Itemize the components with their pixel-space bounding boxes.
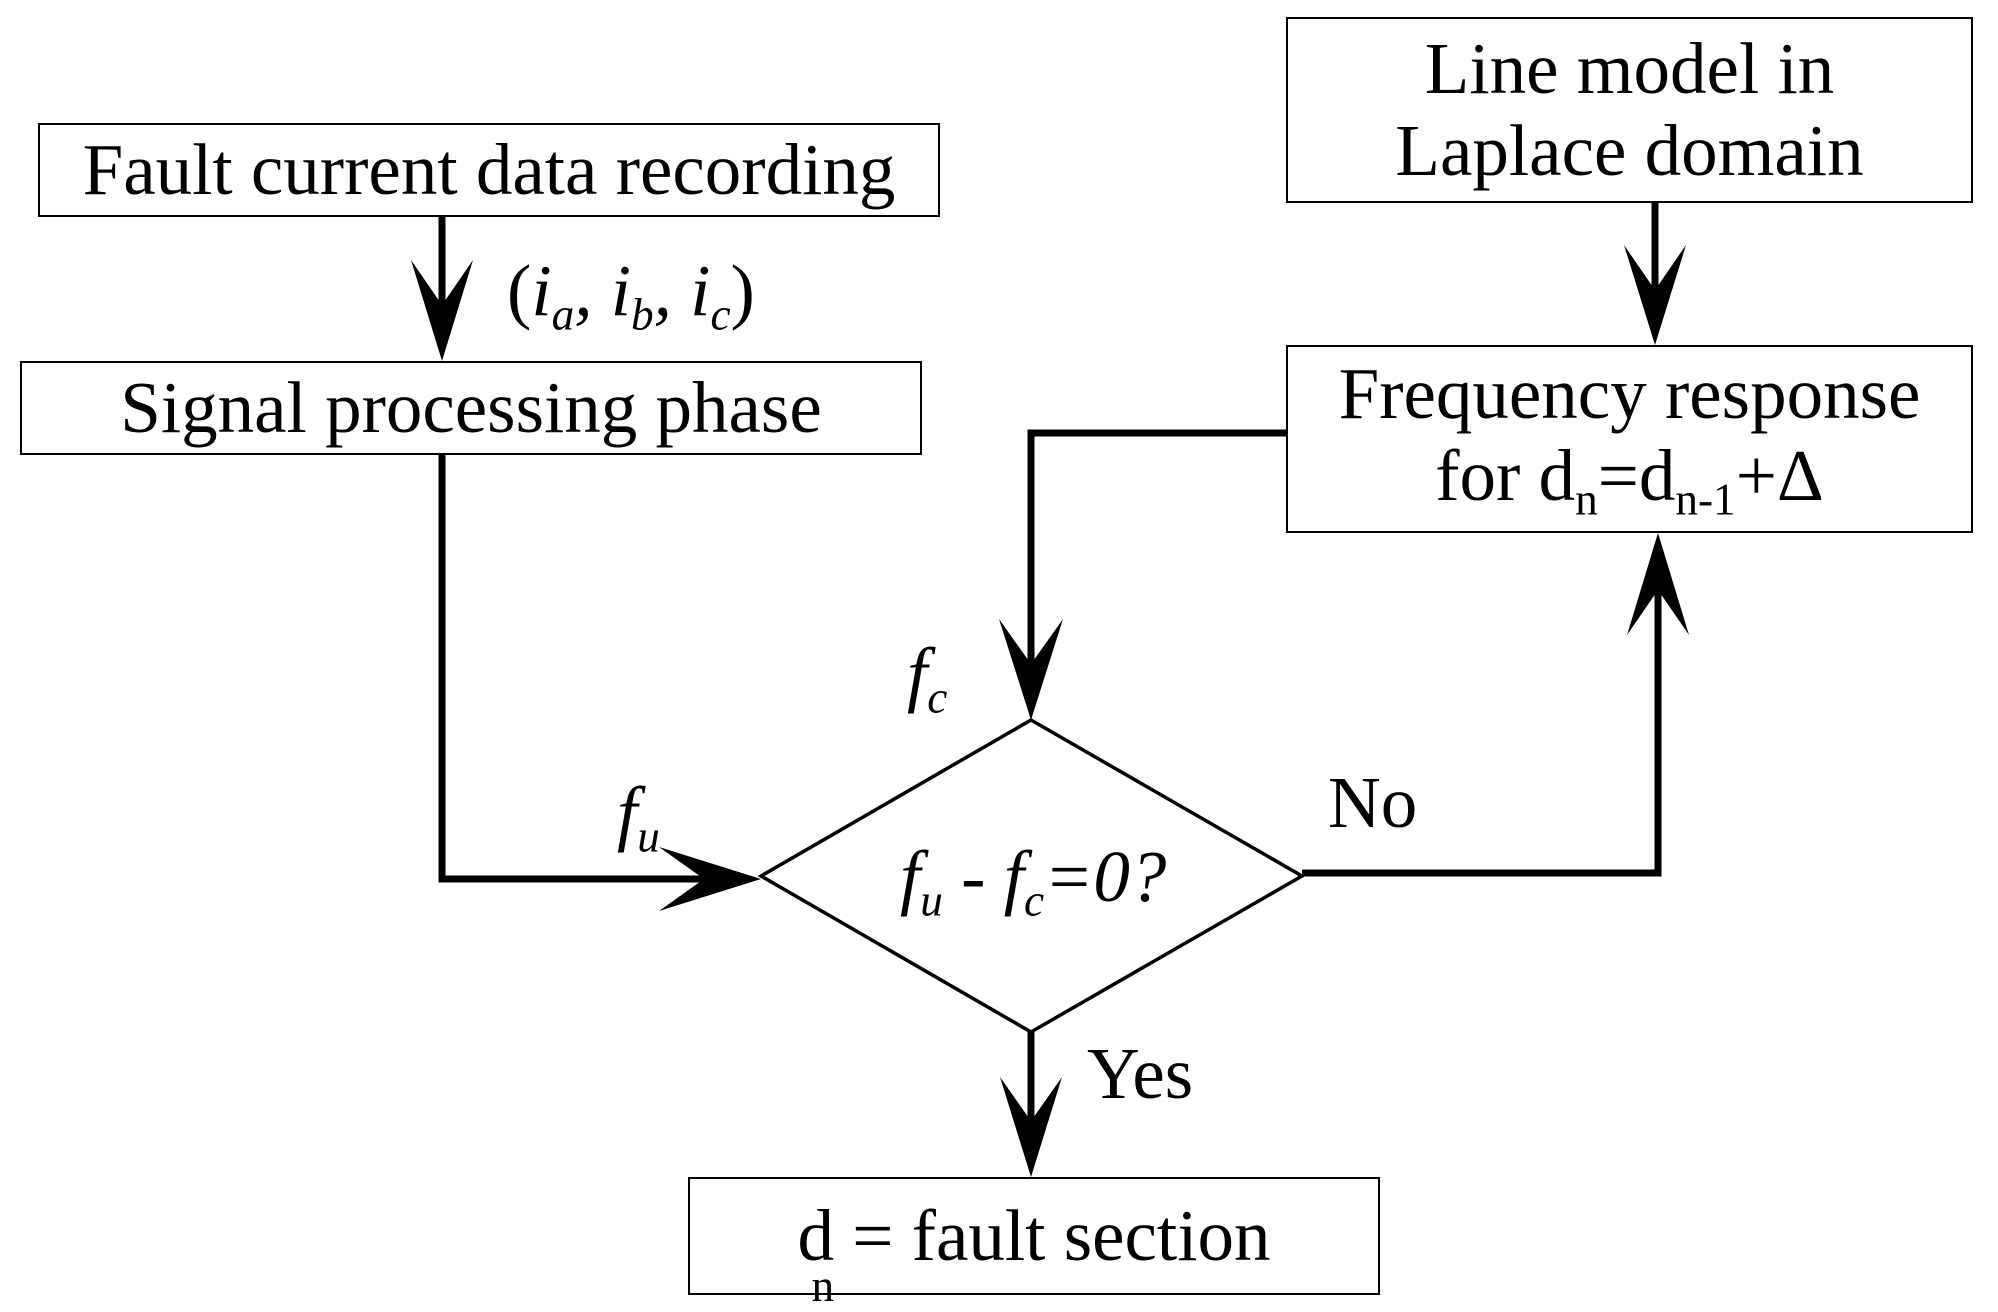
fc-label: fc [907, 637, 947, 721]
signal-processing-label: Signal processing phase [120, 367, 822, 449]
frequency-response-label-line2: for dn=dn-1+Δ [1435, 435, 1824, 525]
arrow-signal-to-decision-head [659, 847, 761, 911]
result-text: = fault section [834, 1195, 1271, 1277]
sep2: , [653, 250, 691, 331]
fu-f: f [617, 772, 638, 853]
arrow-no-head [1627, 533, 1689, 635]
frequency-response-box: Frequency response for dn=dn-1+Δ [1286, 345, 1973, 533]
current-ib-sub: b [631, 289, 654, 340]
current-ib-i: i [610, 250, 632, 331]
freq-eq: =d [1597, 434, 1676, 516]
freq-suffix: +Δ [1735, 434, 1824, 516]
cond-f1-sub: u [920, 875, 943, 926]
fu-sub: u [637, 811, 660, 862]
cond-tail: =0? [1044, 836, 1167, 917]
arrow-model-to-freq-head [1624, 245, 1686, 345]
cond-minus: - [942, 836, 1004, 917]
cond-f2-sub: c [1024, 875, 1045, 926]
arrow-freq-to-decision-line [1027, 429, 1286, 700]
fault-current-recording-label: Fault current data recording [82, 129, 896, 211]
cond-f1: f [900, 836, 921, 917]
line-model-label-line1: Line model in [1424, 28, 1835, 110]
current-ia-sub: a [551, 289, 575, 340]
line-model-box: Line model in Laplace domain [1286, 17, 1973, 203]
arrow-freq-to-decision-head [999, 619, 1063, 720]
cond-f2: f [1003, 836, 1025, 917]
current-ic-i: i [690, 250, 711, 331]
arrow-fault-to-signal-head [411, 260, 473, 361]
frequency-response-label-line1: Frequency response [1338, 353, 1921, 435]
current-ic-sub: c [710, 289, 731, 340]
arrow-signal-to-decision-line [438, 455, 740, 883]
paren-open: ( [507, 250, 532, 331]
paren-close: ) [730, 250, 755, 331]
result-var: d [797, 1195, 835, 1277]
result-sub: n [811, 1261, 835, 1312]
freq-sub-n-1: n-1 [1675, 474, 1736, 525]
current-ia-i: i [531, 250, 552, 331]
arrow-yes-head [1000, 1077, 1062, 1177]
line-model-label-line2: Laplace domain [1395, 110, 1864, 191]
freq-prefix: for d [1435, 434, 1576, 516]
fu-label: fu [617, 776, 660, 860]
fc-f: f [907, 633, 928, 714]
sep1: , [574, 250, 611, 331]
freq-sub-n: n [1575, 474, 1598, 525]
fc-sub: c [927, 672, 948, 723]
phase-currents-label: (ia, ib, ic) [507, 254, 755, 338]
arrow-no-line [1302, 555, 1662, 877]
fault-current-recording-box: Fault current data recording [38, 123, 940, 217]
signal-processing-box: Signal processing phase [20, 361, 922, 455]
no-branch-label: No [1328, 762, 1418, 843]
yes-branch-label: Yes [1087, 1033, 1194, 1114]
decision-condition-label: fu - fc=0? [900, 840, 1166, 924]
